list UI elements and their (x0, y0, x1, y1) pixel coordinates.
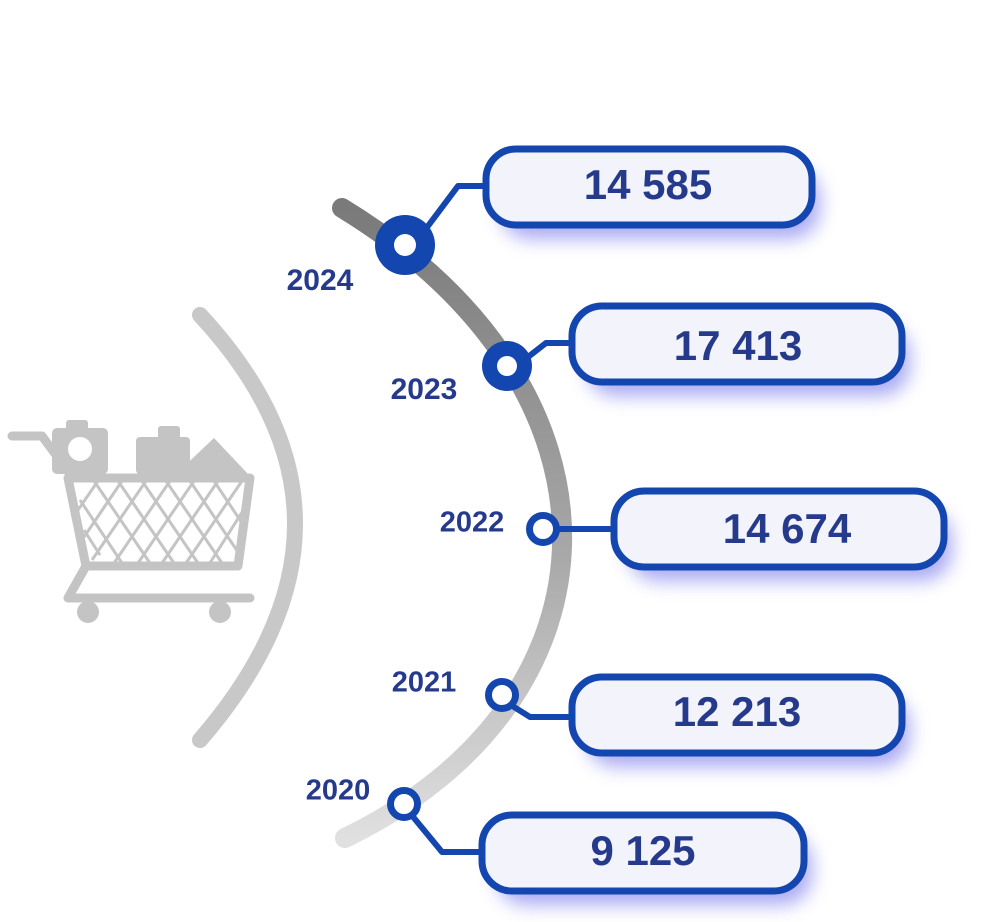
timeline-marker (526, 512, 560, 546)
timeline-item-2020: 9 125 2020 (306, 775, 812, 905)
timeline-items: 14 585 2024 17 413 2023 14 674 2022 12 213 2021… (287, 145, 952, 905)
timeline-marker (485, 678, 519, 712)
timeline-item-2024: 14 585 2024 (287, 145, 820, 297)
shopping-cart-icon (7, 420, 255, 623)
outer-arc (192, 307, 303, 748)
value-label: 14 585 (584, 161, 712, 208)
timeline-item-2021: 12 213 2021 (392, 667, 910, 767)
value-box (478, 811, 808, 895)
value-box (482, 145, 816, 229)
value-box (610, 487, 948, 571)
year-label: 2020 (306, 775, 371, 807)
year-label: 2023 (391, 373, 458, 406)
connector-line (525, 340, 581, 360)
timeline-track (332, 198, 573, 848)
year-label: 2021 (392, 667, 457, 699)
value-box (568, 302, 906, 386)
connector-line (411, 815, 489, 855)
year-label: 2024 (287, 264, 354, 297)
value-label: 12 213 (673, 688, 801, 735)
timeline-item-2023: 17 413 2023 (391, 302, 910, 406)
year-label: 2022 (440, 507, 505, 539)
timeline-marker-center (394, 234, 416, 256)
timeline-marker (387, 787, 421, 821)
value-label: 17 413 (674, 322, 802, 369)
connector-line (425, 183, 493, 229)
value-label: 9 125 (590, 827, 695, 874)
connector-line (511, 704, 579, 720)
value-label: 14 674 (723, 505, 852, 552)
value-box (568, 673, 906, 757)
timeline-item-2022: 14 674 2022 (440, 487, 952, 581)
timeline-marker-center (497, 356, 517, 376)
